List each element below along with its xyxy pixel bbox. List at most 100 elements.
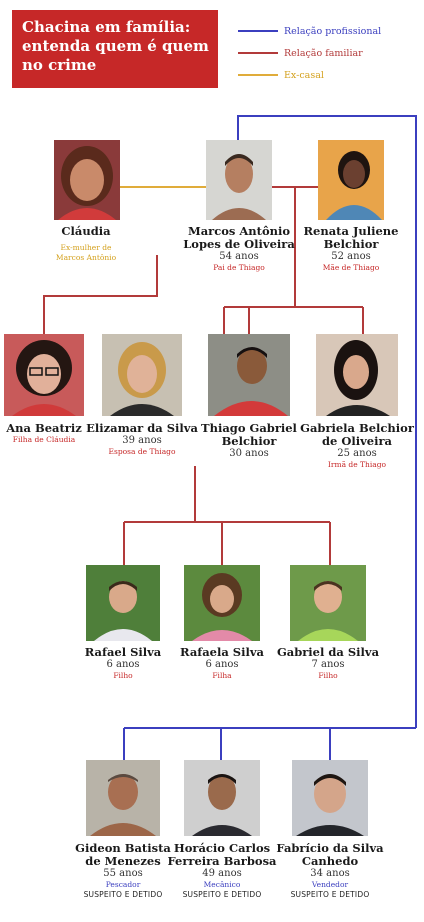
title-box: Chacina em família: entenda quem é quem … (12, 10, 218, 88)
role-claudia-1: Ex-mulher de (60, 243, 112, 252)
photo-rafael (86, 565, 160, 641)
photo-renata (318, 140, 384, 220)
age-rafaela: 6 anos (205, 659, 239, 670)
photo-elizamar (102, 334, 182, 416)
role-marcos: Pai de Thiago (213, 263, 265, 272)
photo-horacio (184, 760, 260, 836)
name-horacio-2: Ferreira Barbosa (167, 854, 277, 868)
name-elizamar: Elizamar da Silva (86, 421, 198, 435)
portrait-fabricio (292, 760, 368, 836)
photo-claudia (54, 140, 120, 220)
title-line-2: entenda quem é quem (22, 37, 209, 55)
portrait-elizamar (102, 334, 182, 416)
name-gideon-2: de Menezes (85, 854, 161, 868)
role-gideon: Pescador (105, 880, 141, 889)
legend-ex-couple: Ex-casal (238, 68, 324, 82)
family-line-claudia-ana (43, 255, 158, 334)
professional-line-marcos (237, 115, 417, 728)
role-fabricio: Vendedor (311, 880, 349, 889)
portrait-marcos (206, 140, 272, 220)
photo-gideon (86, 760, 160, 836)
label-claudia: Cláudia Ex-mulher de Marcos Antônio (26, 225, 146, 263)
name-claudia: Cláudia (61, 224, 111, 238)
legend-ex-couple-swatch (238, 74, 278, 76)
label-gideon: Gideon Batista de Menezes 55 anos Pescad… (63, 842, 183, 900)
legend-ex-couple-label: Ex-casal (284, 69, 324, 81)
family-relation-lines (43, 186, 364, 565)
role-renata: Mãe de Thiago (322, 263, 380, 272)
portrait-rafael (86, 565, 160, 641)
name-horacio-1: Horácio Carlos (173, 841, 271, 855)
name-marcos-2: Lopes de Oliveira (183, 237, 295, 251)
portrait-gabriela (316, 334, 398, 416)
age-fabricio: 34 anos (310, 868, 350, 879)
label-marcos: Marcos Antônio Lopes de Oliveira 54 anos… (179, 225, 299, 273)
professional-relation-lines (123, 115, 417, 760)
label-gabriel: Gabriel da Silva 7 anos Filho (268, 646, 388, 681)
status-gideon: SUSPEITO E DETIDO (83, 890, 163, 899)
role-rafael: Filho (113, 671, 133, 680)
legend-professional: Relação profissional (238, 24, 381, 38)
role-claudia-2: Marcos Antônio (55, 253, 117, 262)
age-thiago: 30 anos (229, 448, 269, 459)
portrait-claudia (54, 140, 120, 220)
portrait-thiago (208, 334, 290, 416)
age-renata: 52 anos (331, 251, 371, 262)
role-elizamar: Esposa de Thiago (108, 447, 176, 456)
name-ana: Ana Beatriz (6, 421, 82, 435)
label-rafael: Rafael Silva 6 anos Filho (63, 646, 183, 681)
name-thiago-1: Thiago Gabriel (201, 421, 297, 435)
age-gabriela: 25 anos (337, 448, 377, 459)
portrait-gabriel (290, 565, 366, 641)
age-gabriel: 7 anos (311, 659, 345, 670)
name-renata-1: Renata Juliene (303, 224, 399, 238)
role-horacio: Mecânico (203, 880, 241, 889)
name-fabricio-2: Canhedo (301, 854, 359, 868)
portrait-rafaela (184, 565, 260, 641)
label-thiago: Thiago Gabriel Belchior 30 anos (189, 422, 309, 460)
name-gabriel: Gabriel da Silva (276, 645, 380, 659)
name-renata-2: Belchior (323, 237, 379, 251)
title-line-1: Chacina em família: (22, 18, 191, 36)
age-marcos: 54 anos (219, 251, 259, 262)
age-gideon: 55 anos (103, 868, 143, 879)
portrait-gideon (86, 760, 160, 836)
role-gabriel: Filho (318, 671, 338, 680)
photo-marcos (206, 140, 272, 220)
portrait-renata (318, 140, 384, 220)
status-fabricio: SUSPEITO E DETIDO (290, 890, 370, 899)
photo-rafaela (184, 565, 260, 641)
label-elizamar: Elizamar da Silva 39 anos Esposa de Thia… (82, 422, 202, 457)
name-thiago-2: Belchior (221, 434, 277, 448)
legend-professional-swatch (238, 30, 278, 32)
role-gabriela: Irmã de Thiago (327, 460, 387, 469)
label-gabriela: Gabriela Belchior de Oliveira 25 anos Ir… (297, 422, 417, 470)
label-fabricio: Fabrício da Silva Canhedo 34 anos Vended… (270, 842, 390, 900)
label-rafaela: Rafaela Silva 6 anos Filha (162, 646, 282, 681)
photo-gabriel (290, 565, 366, 641)
status-horacio: SUSPEITO E DETIDO (182, 890, 262, 899)
label-ana: Ana Beatriz Filha de Cláudia (0, 422, 104, 445)
label-horacio: Horácio Carlos Ferreira Barbosa 49 anos … (162, 842, 282, 900)
legend-professional-label: Relação profissional (284, 25, 382, 37)
age-rafael: 6 anos (106, 659, 140, 670)
name-gabriela-1: Gabriela Belchior (300, 421, 414, 435)
legend-family: Relação familiar (238, 46, 363, 60)
age-elizamar: 39 anos (122, 435, 162, 446)
photo-thiago (208, 334, 290, 416)
portrait-horacio (184, 760, 260, 836)
age-horacio: 49 anos (202, 868, 242, 879)
name-fabricio-1: Fabrício da Silva (276, 841, 384, 855)
photo-fabricio (292, 760, 368, 836)
name-marcos-1: Marcos Antônio (187, 224, 291, 238)
name-rafaela: Rafaela Silva (180, 645, 264, 659)
role-rafaela: Filha (212, 671, 232, 680)
legend-family-label: Relação familiar (284, 47, 363, 59)
photo-gabriela (316, 334, 398, 416)
portrait-ana (4, 334, 84, 416)
name-gideon-1: Gideon Batista (75, 841, 171, 855)
label-renata: Renata Juliene Belchior 52 anos Mãe de T… (291, 225, 411, 273)
role-ana: Filha de Cláudia (12, 435, 76, 444)
photo-ana (4, 334, 84, 416)
